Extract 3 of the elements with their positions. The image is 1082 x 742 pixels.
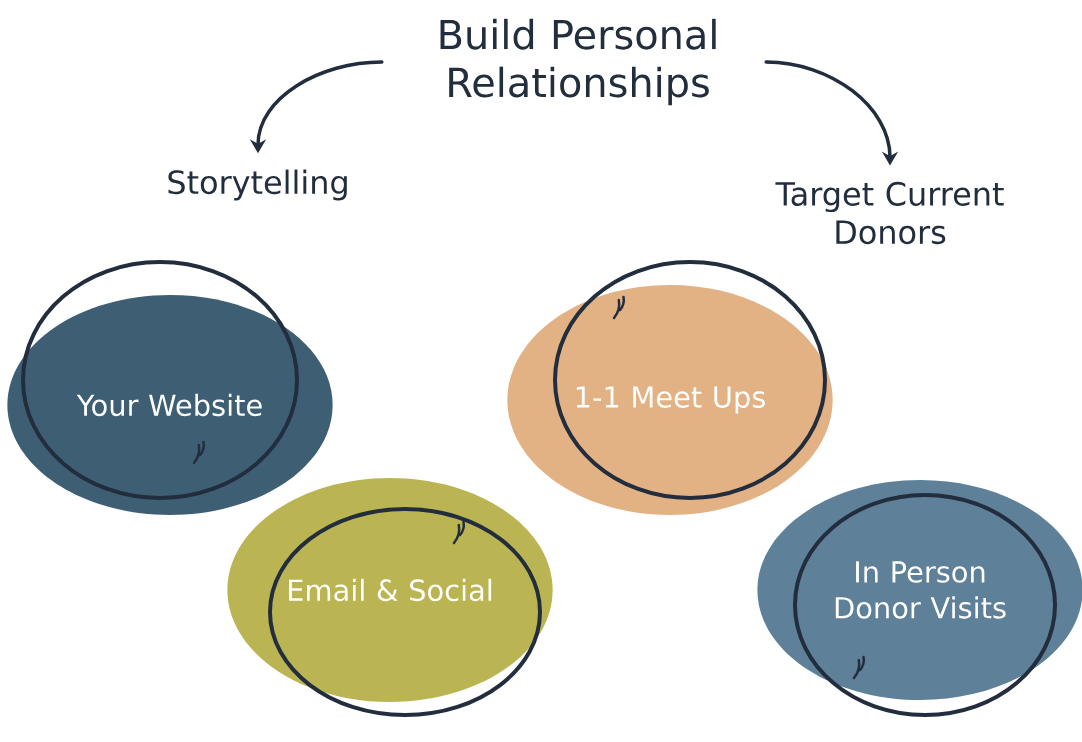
heading: Storytelling [168,169,347,201]
title: Build Personal Relationships [440,18,716,106]
heading: Target Current Donors [775,181,1004,245]
